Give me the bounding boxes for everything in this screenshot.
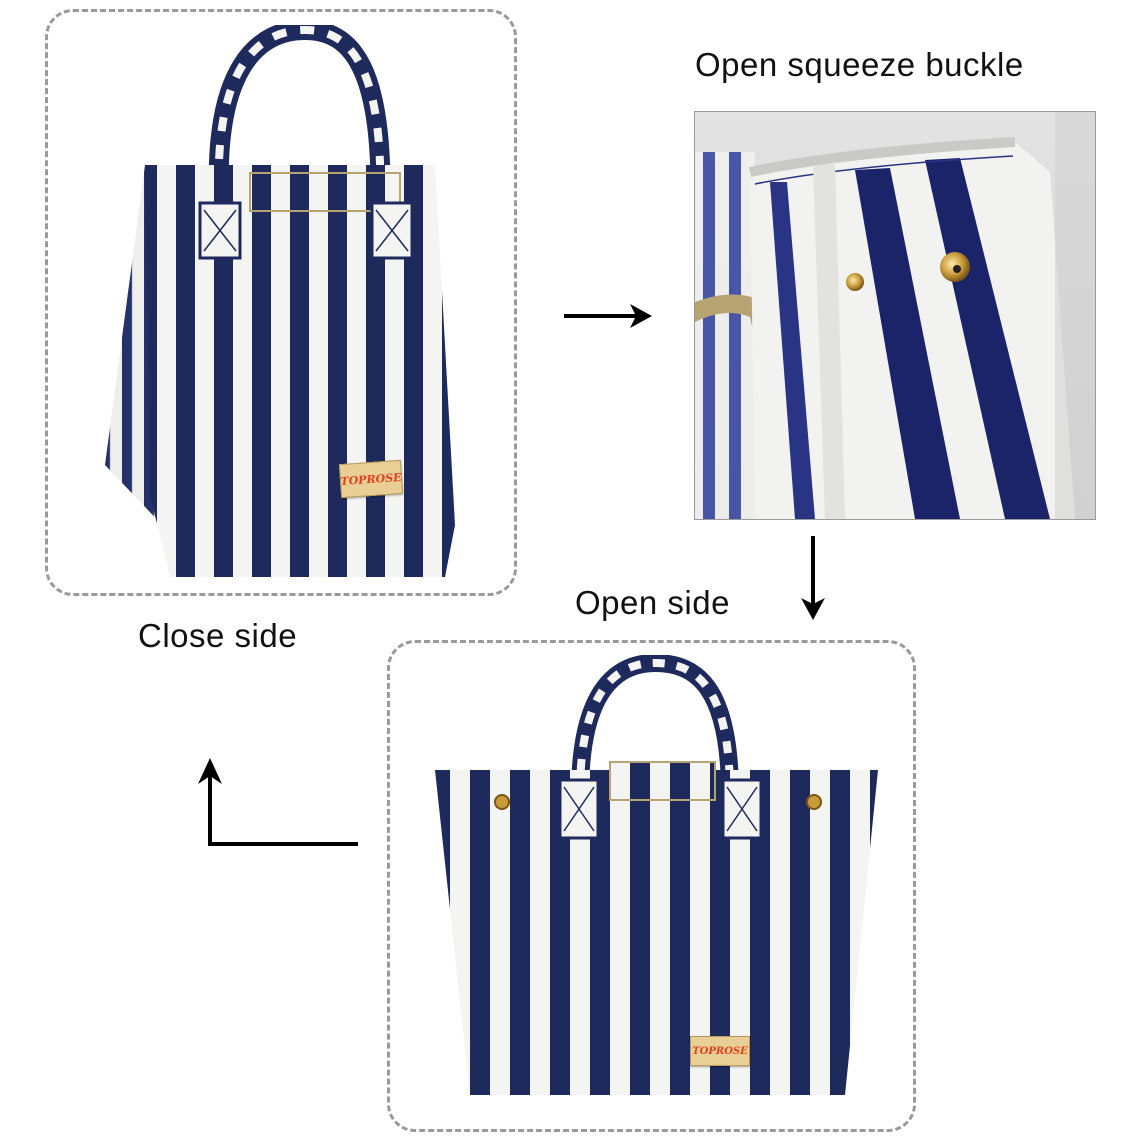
arrow-right-icon — [564, 304, 652, 328]
open-side-frame — [387, 640, 916, 1132]
close-side-frame — [45, 9, 517, 596]
brand-tag-open-side: TOPROSE — [690, 1036, 750, 1066]
arrow-down-icon — [801, 536, 825, 620]
brand-tag-close-side: TOPROSE — [338, 459, 404, 499]
close-side-bag-image — [105, 25, 455, 577]
arrow-return-up-icon — [198, 758, 358, 846]
open-squeeze-buckle-label: Open squeeze buckle — [695, 46, 1024, 83]
close-side-label: Close side — [138, 617, 298, 654]
open-side-label: Open side — [575, 584, 730, 621]
buckle-closeup-image — [694, 111, 1096, 520]
open-side-bag-image — [435, 655, 878, 1095]
